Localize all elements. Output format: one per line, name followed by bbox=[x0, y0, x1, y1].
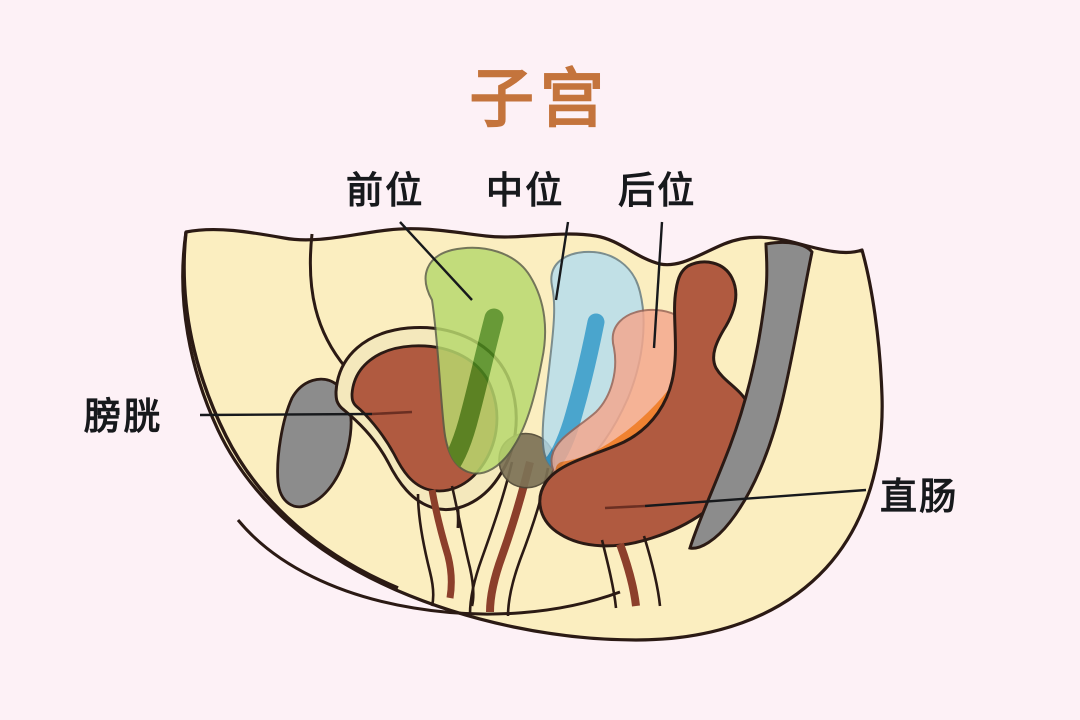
label-anteverted-position: 前位 bbox=[346, 170, 425, 211]
rectum-leader-tip bbox=[604, 504, 646, 510]
bladder-leader bbox=[199, 412, 373, 417]
label-rectum: 直肠 bbox=[880, 476, 959, 517]
sacrum-group bbox=[688, 240, 814, 550]
mid-position-leader bbox=[554, 221, 570, 301]
leader-line-tips-group bbox=[371, 410, 646, 510]
anterior-abdominal-contour bbox=[182, 231, 399, 590]
bladder-leader-tip bbox=[371, 410, 413, 416]
anal-canal-wall-left bbox=[600, 539, 618, 609]
rectum-group bbox=[538, 260, 755, 609]
sacrum bbox=[688, 240, 814, 550]
uterus-anteverted-group bbox=[424, 246, 547, 475]
label-bladder: 膀胱 bbox=[84, 396, 163, 437]
anteverted-leader bbox=[399, 221, 473, 301]
urethra-lumen-outline bbox=[416, 493, 435, 607]
anal-canal-wall-right bbox=[642, 535, 662, 607]
rectum bbox=[538, 260, 755, 548]
label-retroverted-position: 后位 bbox=[618, 170, 697, 211]
vagina-anterior-wall bbox=[468, 461, 514, 615]
label-mid-position: 中位 bbox=[486, 170, 565, 211]
leader-lines-group bbox=[199, 221, 867, 508]
perineum-contour bbox=[236, 519, 621, 616]
anteverted-endometrial-cavity bbox=[438, 308, 504, 474]
urethra bbox=[428, 489, 455, 599]
retroverted-leader bbox=[652, 221, 664, 349]
anal-canal bbox=[616, 542, 640, 607]
urethra-outer-outline bbox=[450, 485, 475, 607]
rectum-leader bbox=[644, 488, 867, 508]
page-title: 子宫 bbox=[469, 63, 611, 135]
